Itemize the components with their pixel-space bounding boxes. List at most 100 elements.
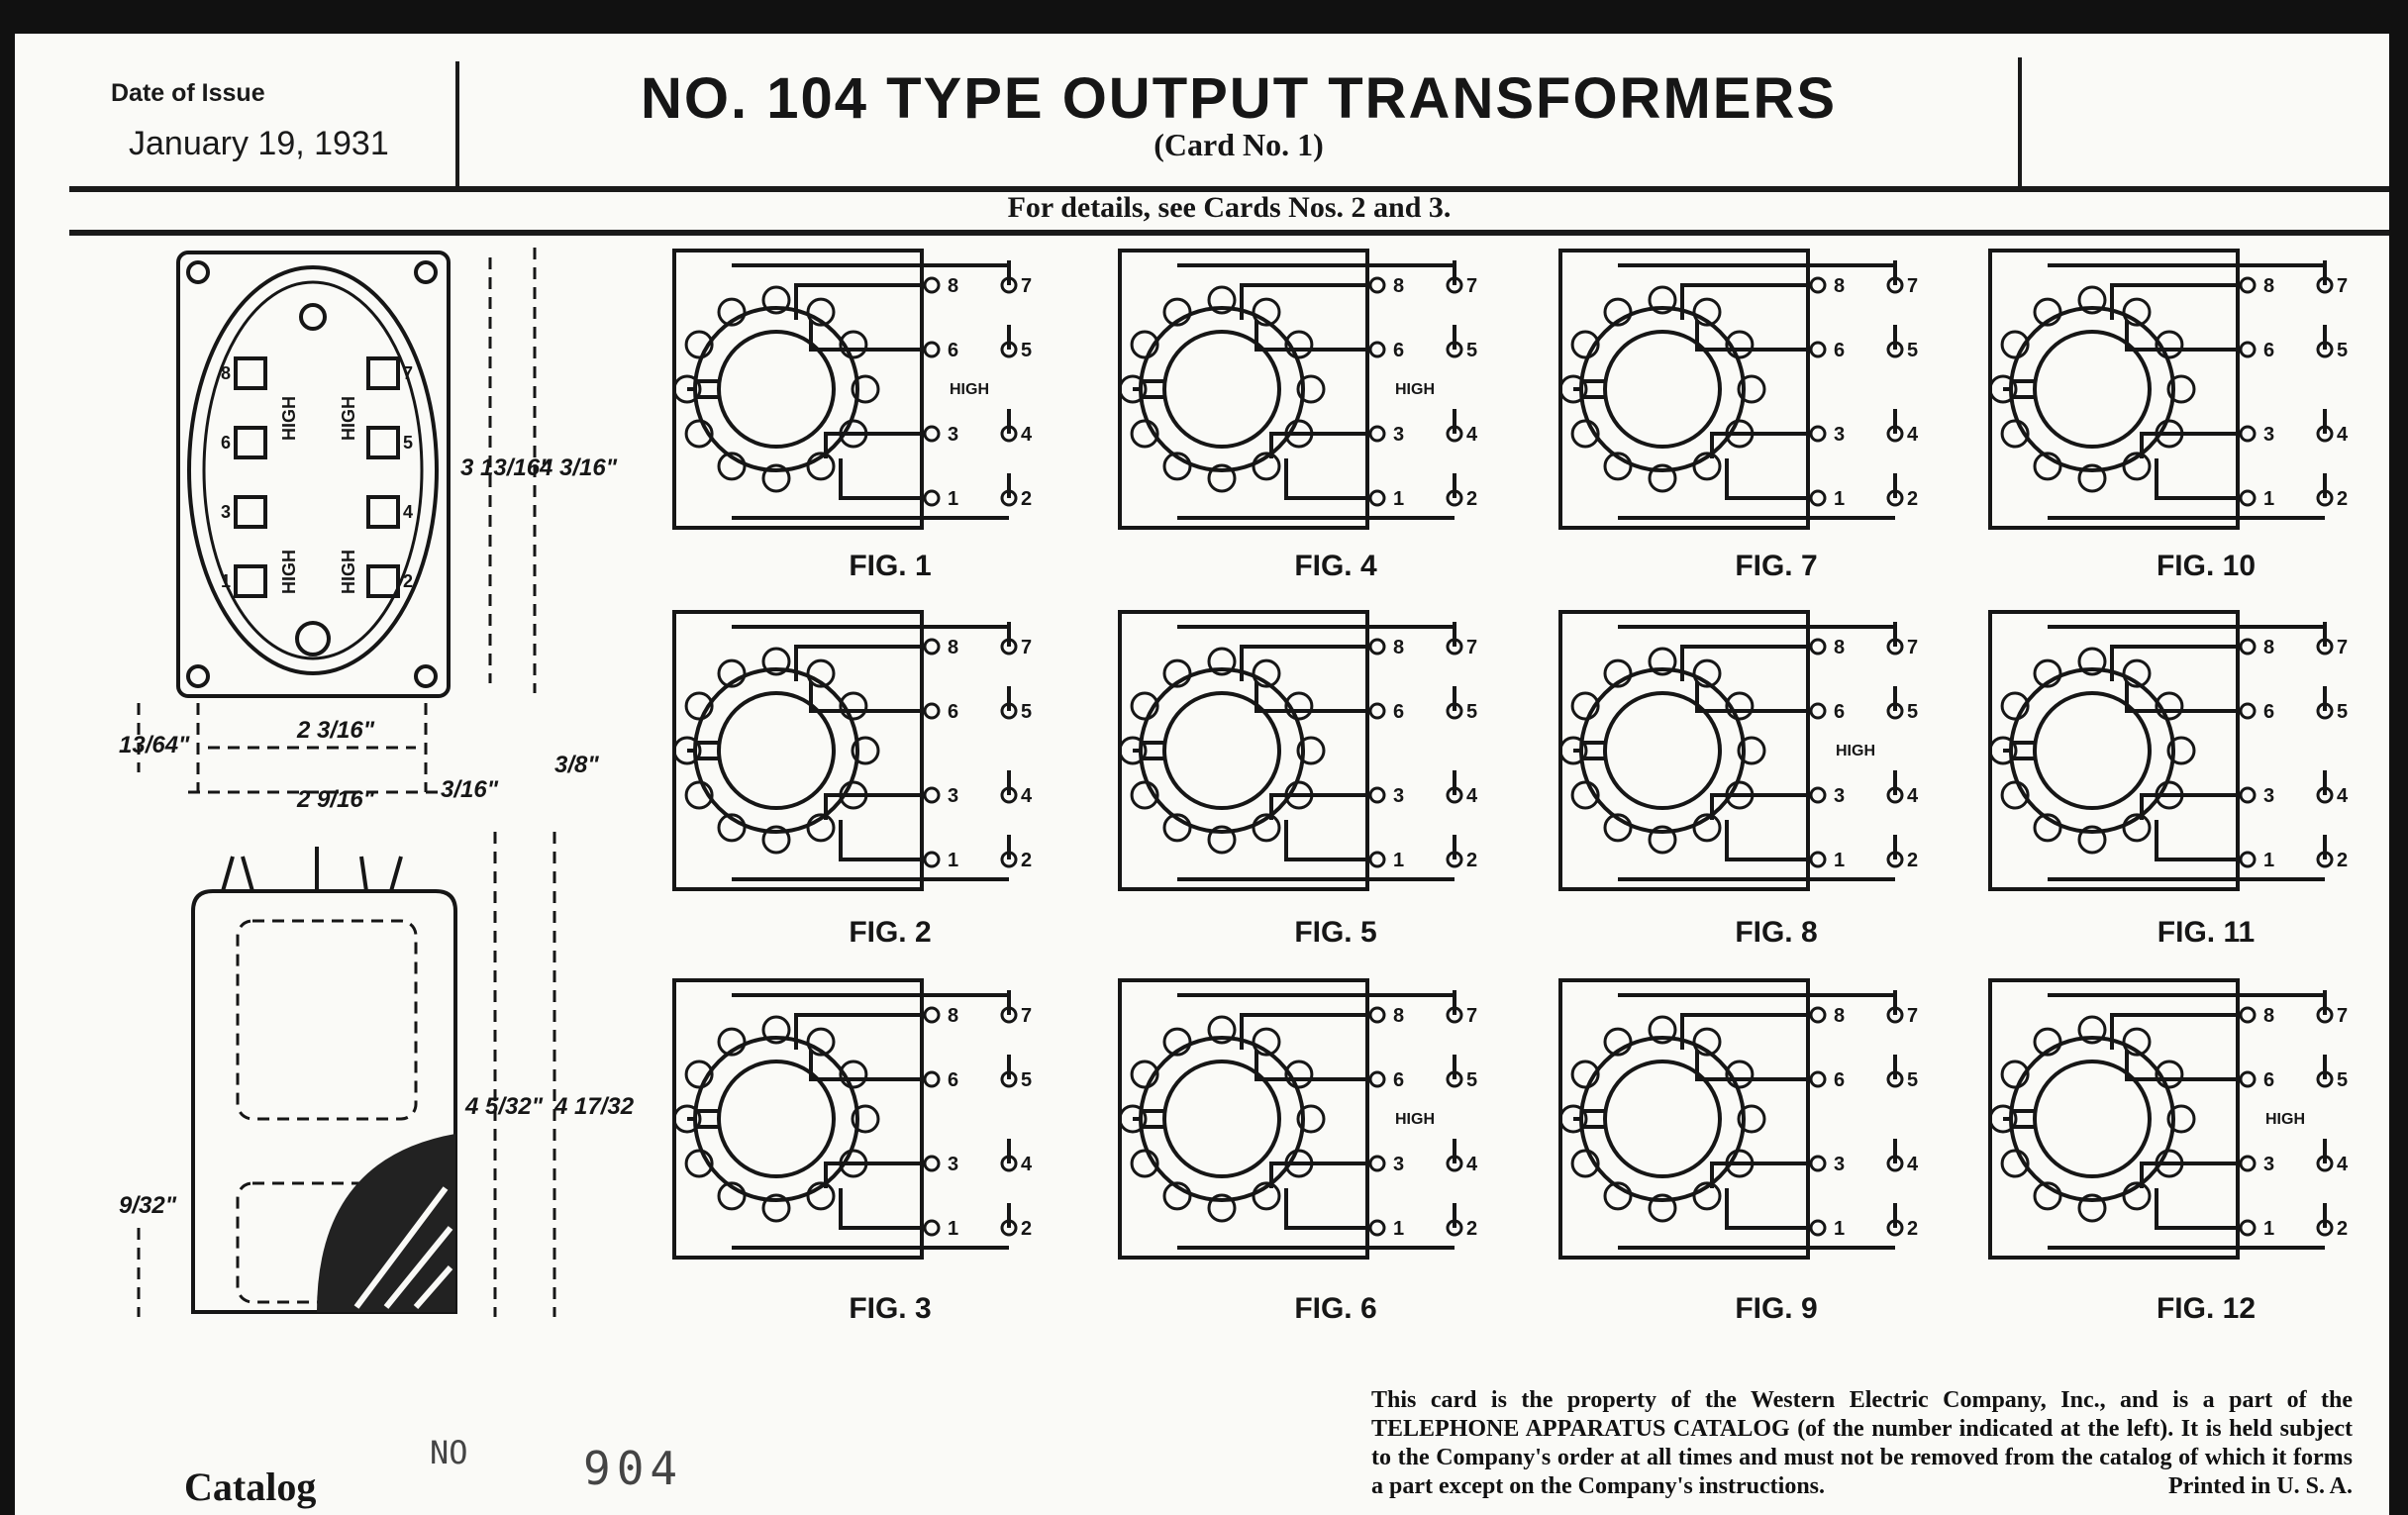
svg-text:5: 5 [1907, 701, 1918, 723]
high-label: HIGH [339, 550, 358, 594]
terminal-icon [1368, 276, 1386, 294]
svg-text:7: 7 [1021, 275, 1032, 297]
terminal-icon [1000, 786, 1018, 804]
svg-text:2: 2 [403, 571, 413, 591]
svg-text:6: 6 [948, 340, 958, 361]
svg-text:4: 4 [2337, 1154, 2349, 1175]
terminal-icon [923, 851, 941, 868]
terminal-icon [1886, 851, 1904, 868]
svg-text:3: 3 [1393, 1154, 1404, 1175]
svg-text:4: 4 [1907, 1154, 1919, 1175]
svg-text:6: 6 [2263, 701, 2274, 723]
header-rule [69, 186, 2389, 192]
figure-label: FIG. 8 [1735, 916, 1818, 949]
svg-text:1: 1 [2263, 1218, 2274, 1240]
svg-text:5: 5 [1907, 340, 1918, 361]
terminal-icon [2239, 851, 2257, 868]
svg-text:5: 5 [1466, 701, 1477, 723]
terminal-icon [2316, 638, 2334, 656]
svg-text:8: 8 [1834, 275, 1845, 297]
figure-label: FIG. 3 [849, 1292, 932, 1325]
svg-text:3: 3 [948, 785, 958, 807]
terminal-icon [923, 425, 941, 443]
svg-text:3: 3 [1834, 1154, 1845, 1175]
svg-text:3: 3 [2263, 785, 2274, 807]
svg-text:6: 6 [1834, 1069, 1845, 1091]
terminal-icon [1446, 1070, 1463, 1088]
svg-text:6: 6 [1393, 1069, 1404, 1091]
svg-text:8: 8 [1393, 1005, 1404, 1027]
dim-left-offset: 13/64" [119, 732, 190, 758]
svg-text:5: 5 [1021, 340, 1032, 361]
terminal-icon [2239, 276, 2257, 294]
svg-text:6: 6 [1834, 340, 1845, 361]
terminal-icon [1000, 276, 1018, 294]
svg-text:5: 5 [2337, 340, 2348, 361]
terminal-icon [923, 638, 941, 656]
svg-text:5: 5 [1466, 340, 1477, 361]
svg-text:1: 1 [2263, 850, 2274, 871]
svg-text:2: 2 [1466, 488, 1477, 510]
svg-text:7: 7 [1021, 637, 1032, 658]
svg-text:2: 2 [1021, 1218, 1032, 1240]
svg-text:5: 5 [403, 433, 413, 453]
page-title: NO. 104 TYPE OUTPUT TRANSFORMERS [640, 66, 1838, 131]
terminal-icon [923, 1070, 941, 1088]
terminal-icon [1809, 276, 1827, 294]
terminal-icon [2316, 1219, 2334, 1237]
svg-text:2: 2 [1907, 1218, 1918, 1240]
svg-text:7: 7 [2337, 637, 2348, 658]
svg-text:2: 2 [1021, 850, 1032, 871]
terminal-icon [2239, 1006, 2257, 1024]
date-of-issue-value: January 19, 1931 [129, 125, 389, 162]
details-note: For details, see Cards Nos. 2 and 3. [1007, 191, 1452, 224]
dim-terminal-height: 3/8" [554, 752, 599, 778]
svg-text:6: 6 [2263, 1069, 2274, 1091]
case-side-outline [191, 889, 457, 1314]
case-top-outline [176, 251, 451, 698]
svg-text:7: 7 [1907, 1005, 1918, 1027]
svg-text:6: 6 [1834, 701, 1845, 723]
terminal-icon [2239, 702, 2257, 720]
terminal-icon [1886, 786, 1904, 804]
svg-text:6: 6 [948, 701, 958, 723]
svg-text:1: 1 [221, 571, 231, 591]
terminal-icon [1000, 489, 1018, 507]
terminal-icon [1446, 638, 1463, 656]
figure-label: FIG. 2 [849, 916, 932, 949]
mounting-screw-icon [295, 621, 331, 656]
svg-text:1: 1 [1393, 850, 1404, 871]
terminal-icon [1368, 1155, 1386, 1172]
details-rule [69, 230, 2389, 236]
dim-total-height: 4 17/32" [553, 1093, 634, 1120]
terminal-icon [1886, 1219, 1904, 1237]
figure-label: FIG. 12 [2156, 1292, 2257, 1325]
svg-text:4: 4 [403, 502, 413, 522]
terminal-icon [1368, 425, 1386, 443]
dim-width-inner: 2 3/16" [296, 717, 375, 744]
svg-text:1: 1 [1834, 850, 1845, 871]
terminal-icon [2316, 1070, 2334, 1088]
terminal-icon [1000, 341, 1018, 358]
svg-text:8: 8 [2263, 637, 2274, 658]
svg-text:4: 4 [2337, 424, 2349, 446]
terminal-icon [2239, 425, 2257, 443]
svg-text:7: 7 [1021, 1005, 1032, 1027]
terminal-icon [1446, 1006, 1463, 1024]
svg-text:5: 5 [2337, 1069, 2348, 1091]
terminal-icon [1809, 786, 1827, 804]
terminal-icon [1000, 702, 1018, 720]
svg-text:3: 3 [1834, 785, 1845, 807]
svg-text:3: 3 [1393, 785, 1404, 807]
terminal-icon [2316, 341, 2334, 358]
figure-label: FIG. 10 [2156, 550, 2257, 582]
figure-label: FIG. 5 [1294, 916, 1377, 949]
terminal-icon [1886, 341, 1904, 358]
svg-text:8: 8 [2263, 275, 2274, 297]
terminal-icon [923, 489, 941, 507]
terminal-icon [1000, 1006, 1018, 1024]
